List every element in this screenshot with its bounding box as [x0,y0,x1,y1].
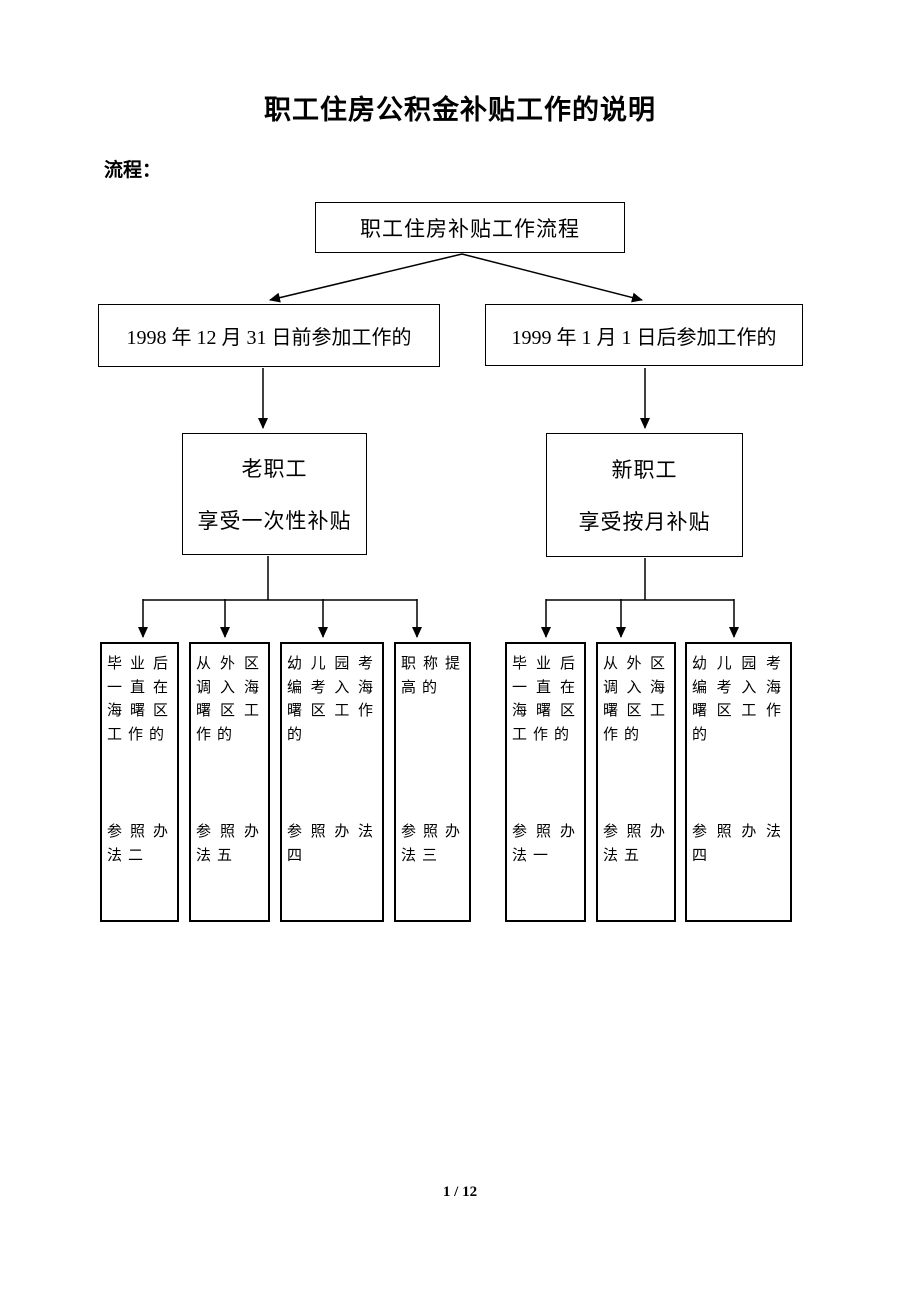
flow-new-employee-subtitle: 享受按月补贴 [578,510,711,534]
leaf-condition: 毕业后一直在海曙区工作的 [512,656,581,743]
leaf-condition: 幼儿园考编考入海曙区工作的 [692,656,787,743]
leaf-condition: 从外区调入海曙区工作的 [603,656,671,743]
leaf-condition: 职称提高的 [401,656,466,696]
flow-old-employee-title: 老职工 [241,457,308,481]
flow-branch-after-1999-box: 1999 年 1 月 1 日后参加工作的 [485,304,803,366]
leaf-method: 参照办法四 [287,824,379,864]
leaf-box-right-2: 从外区调入海曙区工作的 参照办法五 [596,642,676,922]
leaf-method: 参照办法四 [692,824,787,864]
leaf-method: 参照办法二 [107,824,174,864]
leaf-box-left-1: 毕业后一直在海曙区工作的 参照办法二 [100,642,179,922]
flow-new-employee-title: 新职工 [611,458,678,482]
leaf-box-right-3: 幼儿园考编考入海曙区工作的 参照办法四 [685,642,792,922]
flow-root-box: 职工住房补贴工作流程 [315,202,625,253]
flow-branch-before-1998-label: 1998 年 12 月 31 日前参加工作的 [126,327,412,349]
leaf-method: 参照办法五 [196,824,265,864]
page-number: 1 / 12 [442,1184,478,1200]
section-label: 流程： [104,160,162,181]
leaf-box-left-3: 幼儿园考编考入海曙区工作的 参照办法四 [280,642,384,922]
leaf-method: 参照办法一 [512,824,581,864]
leaf-box-left-2: 从外区调入海曙区工作的 参照办法五 [189,642,270,922]
leaf-condition: 毕业后一直在海曙区工作的 [107,656,174,743]
leaf-method: 参照办法五 [603,824,671,864]
leaf-box-right-1: 毕业后一直在海曙区工作的 参照办法一 [505,642,586,922]
flow-branch-after-1999-label: 1999 年 1 月 1 日后参加工作的 [511,326,777,349]
flow-old-employee-box: 老职工 享受一次性补贴 [182,433,367,555]
leaf-condition: 从外区调入海曙区工作的 [196,656,265,743]
flow-new-employee-box: 新职工 享受按月补贴 [546,433,743,557]
page-title: 职工住房公积金补贴工作的说明 [264,95,656,125]
leaf-condition: 幼儿园考编考入海曙区工作的 [287,656,379,743]
connector-root-to-left [269,253,463,303]
flow-branch-before-1998-box: 1998 年 12 月 31 日前参加工作的 [98,304,440,367]
flow-old-employee-subtitle: 享受一次性补贴 [197,509,352,533]
leaf-method: 参照办法三 [401,824,466,864]
leaf-box-left-4: 职称提高的 参照办法三 [394,642,471,922]
flow-root-label: 职工住房补贴工作流程 [360,216,580,241]
connector-root-to-right [461,253,643,303]
